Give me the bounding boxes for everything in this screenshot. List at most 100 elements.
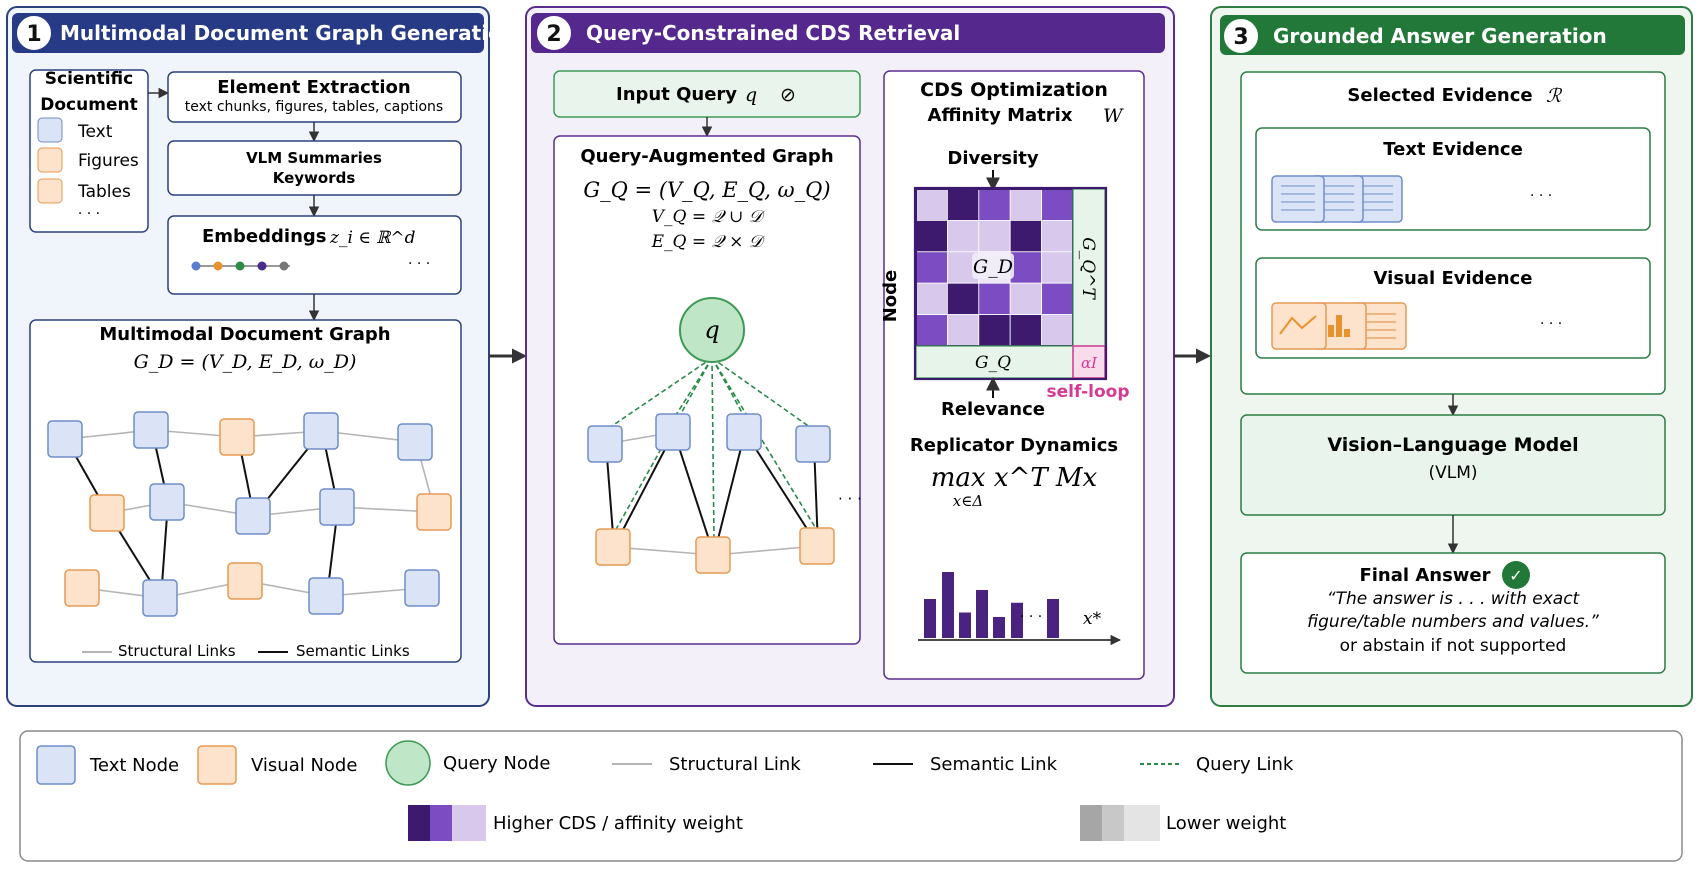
text-evidence-title: Text Evidence: [1383, 139, 1523, 160]
alpha-label: αI: [1081, 354, 1098, 372]
histogram-bar: [976, 590, 988, 638]
replicator-title: Replicator Dynamics: [910, 435, 1118, 456]
text-document-thumbnail: [1271, 175, 1325, 223]
text-node: [235, 497, 271, 535]
vlm-summaries-line2: Keywords: [273, 169, 356, 187]
element-extraction-sub: text chunks, figures, tables, captions: [185, 99, 443, 115]
qag-edges: [605, 357, 819, 556]
text-evidence-more: · · ·: [1530, 188, 1552, 204]
matrix-cell: [915, 188, 948, 221]
matrix-cell: [1041, 282, 1074, 316]
doc-text-swatch: [37, 117, 63, 143]
text-evidence-documents: [1271, 175, 1403, 223]
histogram-bar: [942, 572, 954, 638]
matrix-cell: [1009, 314, 1043, 347]
matrix-cell: [1009, 251, 1043, 284]
text-node: [142, 579, 178, 617]
check-icon-glyph: ✓: [1509, 566, 1522, 585]
query-link: [711, 357, 715, 542]
legend-higher-weight: Higher CDS / affinity weight: [493, 813, 743, 834]
doc-tables-swatch: [37, 178, 63, 204]
matrix-cell: [978, 219, 1011, 253]
embeddings-math: z_i ∈ ℝ^d: [329, 228, 416, 248]
gq-label: G_Q: [975, 353, 1011, 373]
embedding-dot: [235, 261, 245, 271]
qag-math-2: V_Q = 𝒬 ∪ 𝒟: [652, 207, 766, 227]
matrix-cell: [1009, 219, 1043, 253]
legend-low-swatch-3: [1124, 805, 1160, 841]
histogram-bar: [993, 617, 1005, 638]
legend-high-swatch-2: [430, 805, 452, 841]
replicator-math: max x^T Mx: [931, 463, 1098, 493]
element-extraction-title: Element Extraction: [217, 77, 410, 98]
text-node: [726, 413, 762, 451]
gqt-label: G_Q^T: [1078, 237, 1098, 300]
doc-item-figures: Figures: [78, 151, 139, 171]
text-node: [308, 577, 344, 615]
legend-high-swatch-3: [452, 805, 486, 841]
visual-node: [595, 528, 631, 566]
embedding-dot: [191, 261, 201, 271]
panel-3-number: 3: [1233, 25, 1248, 50]
text-node: [47, 420, 83, 458]
text-node: [587, 425, 623, 463]
legend: Text Node Visual Node Query Node Structu…: [19, 730, 1683, 862]
text-node: [303, 412, 339, 450]
self-loop-label: self-loop: [1047, 382, 1130, 402]
visual-evidence-documents: [1271, 302, 1407, 350]
query-node: [679, 297, 745, 363]
panel-1-title: Multimodal Document Graph Generation: [60, 21, 516, 45]
relevance-label: Relevance: [941, 399, 1045, 420]
embedding-dot: [279, 261, 289, 271]
cds-title-2-var: W: [1103, 105, 1124, 127]
histogram-bar: [959, 612, 971, 638]
embedding-dot: [213, 261, 223, 271]
legend-visual-node-swatch: [197, 745, 237, 785]
alpha-block: [1072, 345, 1106, 379]
histogram-bar: [1047, 599, 1059, 638]
input-query-label: Input Query: [616, 84, 737, 105]
node-axis-label: Node: [880, 270, 901, 323]
matrix-cell: [915, 219, 948, 253]
text-node: [397, 423, 433, 461]
panel-3-number-badge: [1222, 17, 1260, 55]
doc-item-text: Text: [77, 122, 113, 142]
matrix-cell: [1041, 219, 1074, 253]
legend-semantic-link: Semantic Link: [930, 754, 1058, 775]
cds-title-2: Affinity Matrix: [928, 105, 1073, 126]
x-star-histogram: [924, 572, 1059, 638]
matrix-outer-frame: [913, 186, 1108, 381]
panel-2: 2 Query-Constrained CDS Retrieval Input …: [525, 6, 1175, 707]
diversity-label: Diversity: [947, 148, 1038, 169]
gd-label: G_D: [973, 256, 1013, 278]
query-link: [605, 357, 713, 431]
text-node: [795, 425, 831, 463]
matrix-cell: [947, 188, 980, 221]
visual-node: [89, 494, 125, 532]
text-node: [655, 413, 691, 451]
check-icon: [1502, 561, 1530, 589]
matrix-cell: [947, 219, 980, 253]
matrix-cell: [1041, 314, 1074, 347]
vlm-sub: (VLM): [1428, 463, 1477, 483]
matrix-cell: [915, 282, 948, 316]
input-query-symbol: ⊘: [780, 84, 796, 106]
text-node: [133, 411, 169, 449]
legend-text-node: Text Node: [89, 755, 179, 776]
histogram-bar: [924, 599, 936, 638]
legend-visual-node: Visual Node: [251, 755, 357, 776]
visual-node: [219, 418, 255, 456]
panel-1-header: [12, 13, 484, 53]
matrix-cell: [947, 282, 980, 316]
selected-evidence-var: ℛ: [1546, 85, 1563, 107]
legend-low-swatch-2: [1102, 805, 1124, 841]
panel-2-header: [531, 13, 1165, 53]
legend-query-node-swatch: [385, 740, 431, 786]
qag-math-1: G_Q = (V_Q, E_Q, ω_Q): [583, 178, 830, 202]
matrix-cell: [978, 314, 1011, 347]
query-link: [711, 357, 815, 431]
legend-frame: [19, 730, 1683, 862]
matrix-cell: [915, 251, 948, 284]
embeddings-more: · · ·: [408, 256, 430, 272]
